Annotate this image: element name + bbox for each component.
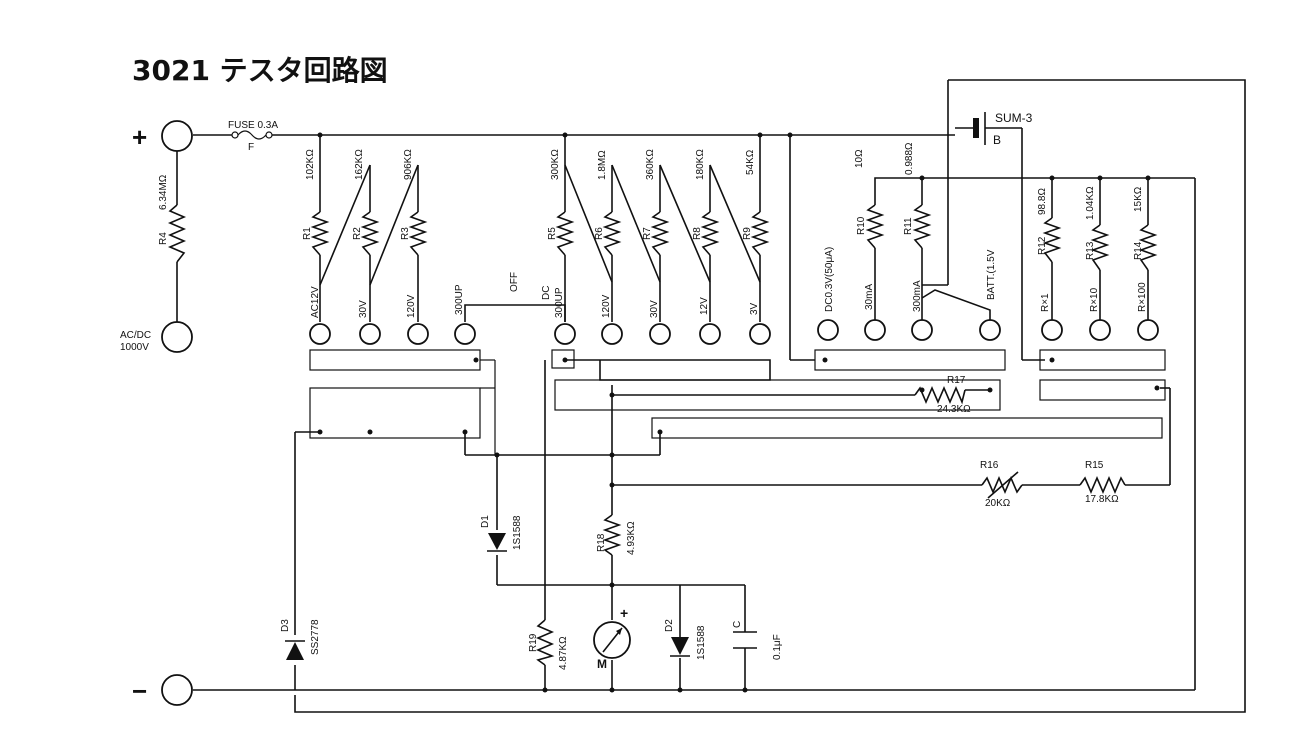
r9-value: 54KΩ	[745, 149, 756, 175]
switch-label: SUM-3	[995, 111, 1033, 125]
capacitor-value: 0.1μF	[772, 634, 783, 660]
meter-polarity: +	[620, 605, 628, 621]
r1-ref: R1	[302, 227, 313, 240]
range-30v: 30V	[358, 300, 369, 318]
d2-part: 1S1588	[696, 625, 707, 660]
r11-value: 0.988Ω	[904, 142, 915, 175]
r10-value: 10Ω	[854, 149, 865, 168]
r2-ref: R2	[352, 227, 363, 240]
r10-ref: R10	[856, 216, 867, 235]
range-30ma: 30mA	[864, 284, 875, 310]
r6-value: 1.8MΩ	[597, 150, 608, 180]
fuse-label: FUSE 0.3A	[228, 120, 278, 131]
r15-value: 17.8KΩ	[1085, 494, 1119, 505]
wiring	[176, 79, 1246, 713]
r5-ref: R5	[547, 227, 558, 240]
r4-ref: R4	[158, 232, 169, 245]
range-rx100: R×100	[1137, 282, 1148, 312]
range-ac12v: AC12V	[310, 286, 321, 318]
r8-ref: R8	[692, 227, 703, 240]
range-off: OFF	[509, 272, 520, 292]
range-120v-b: 120V	[601, 294, 612, 318]
r8-value: 180KΩ	[695, 149, 706, 180]
r2-value: 162KΩ	[354, 149, 365, 180]
minus-sign: −	[132, 676, 147, 706]
acdc-1000v-terminal	[161, 321, 193, 353]
r3-ref: R3	[400, 227, 411, 240]
r18-value: 4.93KΩ	[626, 521, 637, 555]
r12-value: 98.8Ω	[1037, 188, 1048, 215]
r17-value: 24.3KΩ	[937, 404, 971, 415]
range-dc: DC	[541, 286, 552, 300]
r12-ref: R12	[1037, 236, 1048, 255]
range-12v: 12V	[699, 297, 710, 315]
r7-ref: R7	[642, 227, 653, 240]
plus-terminal	[161, 120, 193, 152]
d3-part: SS2778	[310, 619, 321, 655]
d1-ref: D1	[480, 515, 491, 528]
capacitor	[733, 631, 757, 649]
plus-sign: +	[132, 122, 147, 152]
r18-ref: R18	[596, 533, 607, 552]
junctions	[317, 132, 1160, 693]
range-batt: BATT.(1.5V	[986, 249, 997, 300]
r4-value: 6.34MΩ	[158, 174, 169, 210]
r17-ref: R17	[947, 375, 966, 386]
push-switch: SUM-3 B	[973, 111, 1033, 147]
meter-ref: M	[597, 657, 607, 671]
meter: + M	[593, 605, 631, 671]
diode-symbols	[285, 533, 690, 660]
r13-ref: R13	[1085, 241, 1096, 260]
range-30v-b: 30V	[649, 300, 660, 318]
r11-ref: R11	[903, 217, 914, 235]
capacitor-ref: C	[732, 621, 743, 628]
fuse: FUSE 0.3A F	[228, 120, 278, 153]
labels: + − AC/DC 1000V R4 6.34MΩ 102KΩ 162KΩ 90…	[120, 122, 1148, 706]
r7-value: 360KΩ	[645, 149, 656, 180]
range-300ma: 300mA	[912, 280, 923, 312]
d3-ref: D3	[280, 619, 291, 632]
r16-ref: R16	[980, 460, 999, 471]
acdc-voltage-label: 1000V	[120, 342, 149, 353]
r5-value: 300KΩ	[550, 149, 561, 180]
r16-value: 20KΩ	[985, 498, 1011, 509]
r13-value: 1.04KΩ	[1085, 186, 1096, 220]
r1-value: 102KΩ	[305, 149, 316, 180]
acdc-label: AC/DC	[120, 330, 151, 341]
range-300up-b: 300UP	[554, 287, 565, 318]
terminals	[161, 120, 1159, 706]
range-rx1: R×1	[1040, 293, 1051, 312]
r3-value: 906KΩ	[403, 149, 414, 180]
d2-ref: D2	[664, 619, 675, 632]
range-300up-a: 300UP	[454, 284, 465, 315]
r9-ref: R9	[742, 227, 753, 240]
r19-value: 4.87KΩ	[558, 636, 569, 670]
range-3v: 3V	[749, 302, 760, 315]
range-dc03v: DC0.3V(50μA)	[824, 247, 835, 312]
switch-ref: B	[993, 133, 1001, 147]
r19-ref: R19	[528, 633, 539, 652]
rotary-switch-decks	[309, 349, 1166, 455]
r14-ref: R14	[1133, 241, 1144, 260]
minus-terminal	[161, 674, 193, 706]
range-rx10: R×10	[1089, 287, 1100, 312]
range-120v-a: 120V	[406, 294, 417, 318]
d1-part: 1S1588	[512, 515, 523, 550]
resistor-symbols	[167, 204, 1158, 666]
r14-value: 15KΩ	[1133, 186, 1144, 212]
schematic-title: 3021 テスタ回路図	[132, 54, 388, 87]
r15-ref: R15	[1085, 460, 1104, 471]
fuse-ref: F	[248, 142, 254, 153]
r6-ref: R6	[594, 227, 605, 240]
